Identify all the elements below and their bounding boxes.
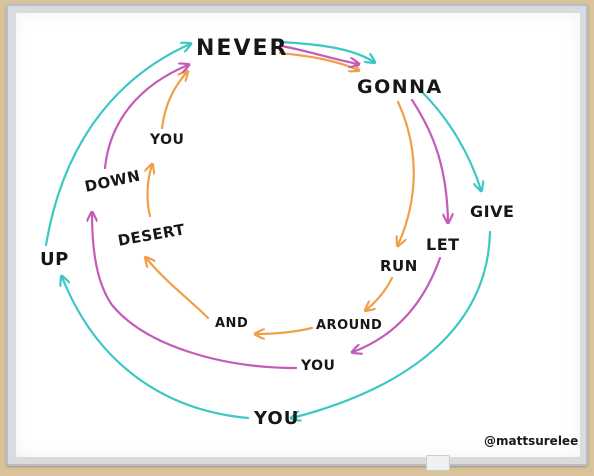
teal-arrow-gonna-give bbox=[420, 90, 481, 190]
word-you-bottom: YOU bbox=[254, 408, 300, 429]
teal-arrow-give-you bbox=[292, 230, 492, 418]
word-up: UP bbox=[40, 249, 69, 270]
word-and: AND bbox=[215, 316, 249, 331]
word-around: AROUND bbox=[316, 318, 383, 333]
magenta-arrow-never-gonna bbox=[280, 44, 358, 64]
magenta-arrow-you-down bbox=[92, 213, 298, 370]
word-let: LET bbox=[426, 235, 460, 254]
teal-arrow-up-never bbox=[44, 44, 190, 247]
word-you-left: YOU bbox=[150, 132, 185, 148]
whiteboard-surface bbox=[16, 13, 580, 457]
magenta-arrow-gonna-let bbox=[410, 98, 448, 222]
magenta-arrow-down-never bbox=[103, 65, 188, 170]
word-run: RUN bbox=[380, 257, 418, 275]
teal-arrow-never-gonna bbox=[278, 40, 374, 62]
whiteboard-eraser bbox=[426, 455, 450, 471]
word-gonna: GONNA bbox=[357, 76, 443, 98]
magenta-arrow-let-you bbox=[353, 256, 442, 352]
word-never: NEVER bbox=[196, 36, 289, 61]
teal-arrow-you-up bbox=[62, 277, 250, 420]
author-credit: @mattsurelee bbox=[484, 434, 579, 448]
orange-arrow-and-desert bbox=[146, 258, 210, 320]
orange-arrow-you-never bbox=[160, 72, 187, 130]
word-give: GIVE bbox=[470, 202, 515, 221]
orange-arrow-around-and bbox=[256, 326, 314, 334]
word-you-inner: YOU bbox=[301, 358, 336, 374]
orange-arrow-desert-you bbox=[148, 165, 152, 218]
orange-arrow-gonna-run bbox=[398, 100, 415, 245]
orange-arrow-run-around bbox=[366, 276, 394, 310]
